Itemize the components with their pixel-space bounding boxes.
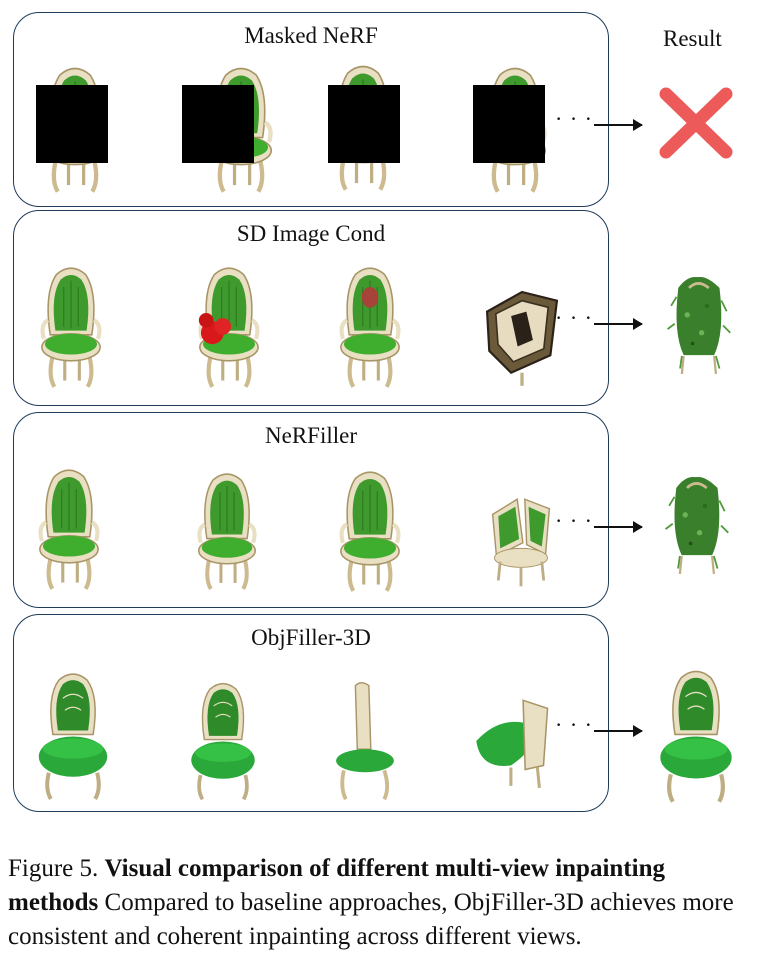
sd-result-chair [666, 275, 732, 376]
mask-block [473, 85, 545, 163]
nerfiller-view-4 [491, 498, 551, 587]
nerfiller-view-2 [184, 468, 270, 594]
objfiller-view-4 [476, 699, 549, 789]
nerfiller-view-1 [24, 464, 114, 594]
ellipsis: · · · [555, 106, 593, 131]
nerfiller-result-chair [664, 475, 730, 576]
cross-icon [659, 87, 733, 159]
panel-title: Masked NeRF [244, 23, 378, 48]
sd-view-4 [485, 290, 559, 386]
mask-block [36, 85, 108, 163]
caption-label: Figure 5. [8, 855, 99, 882]
nerfiller-view-3 [325, 466, 415, 596]
arrow [594, 725, 643, 737]
arrow [594, 521, 643, 533]
sd-view-1 [26, 262, 116, 392]
ellipsis: · · · [555, 508, 593, 533]
panel-title: SD Image Cond [236, 221, 386, 246]
ellipsis: · · · [555, 305, 593, 330]
ellipsis: · · · [555, 712, 593, 737]
objfiller-result-chair [654, 662, 738, 810]
result-header: Result [663, 26, 722, 51]
arrow [594, 119, 643, 131]
objfiller-view-2 [189, 681, 257, 802]
panel-title: NeRFiller [265, 423, 357, 448]
sd-view-3 [325, 262, 415, 392]
panel-title: ObjFiller-3D [251, 625, 371, 650]
caption-text: Compared to baseline approaches, ObjFill… [8, 889, 734, 950]
mask-block [182, 85, 254, 163]
arrow [594, 318, 643, 330]
sd-view-2 [184, 262, 274, 392]
mask-block [328, 85, 400, 163]
objfiller-view-1 [30, 668, 116, 804]
caption-bold: Visual comparison of different multi-vie… [8, 855, 665, 916]
figure-caption: Figure 5. Visual comparison of different… [8, 852, 758, 954]
objfiller-view-3 [336, 682, 394, 801]
